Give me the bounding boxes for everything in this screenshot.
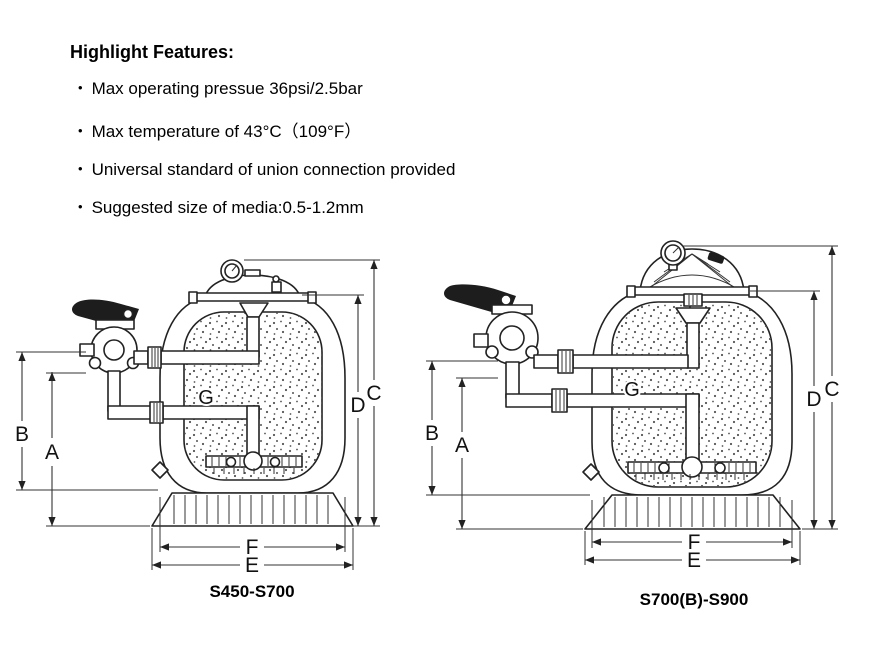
dim-label-g-right: G [624, 379, 640, 401]
dim-label-d-right: D [806, 388, 821, 411]
bullet-icon: • [78, 123, 83, 138]
dim-label-b-left: B [15, 423, 29, 446]
dim-label-e-right: E [687, 549, 701, 572]
air-relief-fitting [707, 252, 725, 264]
lid-assembly [188, 269, 317, 304]
bullet-icon: • [78, 161, 83, 176]
dim-label-e-left: E [245, 554, 259, 577]
lateral-fingers [213, 468, 295, 474]
internal-piping [566, 307, 757, 480]
model-label-right: S700(B)-S900 [640, 590, 749, 609]
dim-label-a-right: A [455, 434, 469, 457]
feature-text-1: Max operating pressue 36psi/2.5bar [91, 79, 363, 98]
base-ribs [173, 495, 329, 524]
dim-label-b-right: B [425, 422, 439, 445]
feature-item: • Max operating pressue 36psi/2.5bar [78, 79, 455, 99]
feature-text-4: Suggested size of media:0.5-1.2mm [91, 198, 364, 217]
base-ribs [603, 497, 781, 527]
dim-label-f-right: F [688, 531, 701, 554]
filter-diagram-s450-s700: B A C D F E G S450-S700 [15, 259, 382, 601]
multiport-valve [444, 284, 574, 413]
feature-item: • Universal standard of union connection… [78, 160, 455, 180]
pressure-gauge-icon [660, 240, 686, 271]
dim-label-d-left: D [350, 394, 365, 417]
bullet-icon: • [78, 80, 83, 95]
drain-nub [582, 463, 600, 481]
dimension-annotations-left: B A C D F E G [15, 259, 382, 577]
dome-ribs [645, 253, 739, 292]
dim-label-c-right: C [824, 378, 839, 401]
dimension-annotations-right: B A C D F E G [425, 245, 840, 572]
dim-label-a-left: A [45, 441, 59, 464]
drain-nub [151, 461, 169, 479]
feature-text-3: Universal standard of union connection p… [91, 160, 456, 179]
pressure-gauge-icon [220, 259, 244, 283]
model-label-left: S450-S700 [209, 582, 294, 601]
base-stand [151, 461, 354, 527]
feature-text-2: Max temperature of 43°C（109°F） [91, 122, 362, 141]
bullet-icon: • [78, 199, 83, 214]
feature-item: • Max temperature of 43°C（109°F） [78, 117, 455, 142]
features-title: Highlight Features: [70, 42, 235, 62]
features-section: Highlight Features: • Max operating pres… [70, 42, 455, 236]
dim-label-c-left: C [366, 382, 381, 405]
dim-label-g-left: G [198, 387, 214, 409]
lateral-fingers [635, 474, 745, 480]
feature-item: • Suggested size of media:0.5-1.2mm [78, 198, 455, 218]
base-stand [582, 463, 801, 530]
multiport-valve [72, 299, 164, 424]
dim-label-f-left: F [246, 536, 259, 559]
filter-diagram-s700b-s900: B A C D F E G S700(B)-S900 [425, 240, 840, 609]
